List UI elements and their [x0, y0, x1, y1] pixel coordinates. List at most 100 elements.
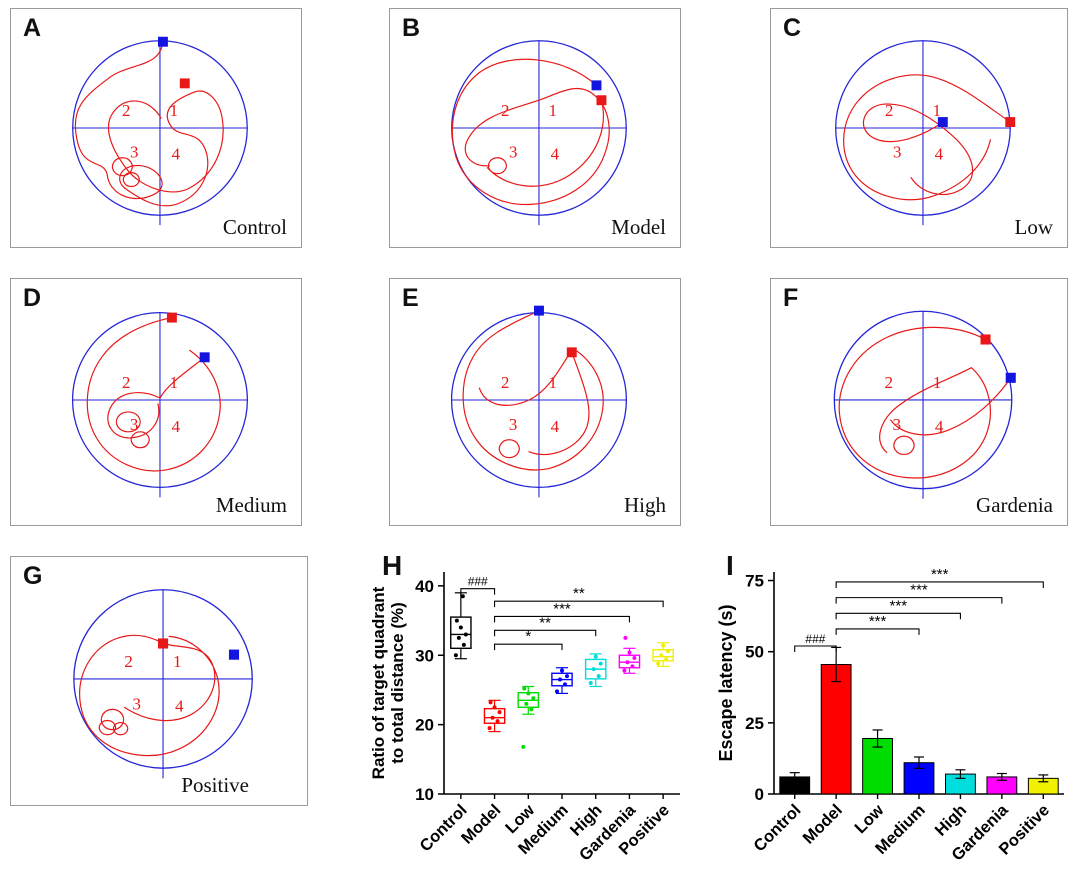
data-point — [454, 618, 459, 623]
quadrant-number: 2 — [501, 101, 509, 120]
y-tick-label: 10 — [415, 785, 434, 804]
platform-marker — [179, 78, 190, 89]
data-point — [521, 744, 526, 749]
y-axis-label: Escape latency (s) — [716, 604, 736, 761]
quadrant-number: 3 — [509, 143, 517, 162]
boxplot-chart: 10203040ControlModelLowMediumHighGardeni… — [369, 572, 680, 864]
condition-label: Model — [611, 215, 666, 239]
panel-letter: I — [726, 550, 734, 581]
significance-label: ** — [539, 614, 551, 631]
maze-plot: 2 1 3 4 — [451, 40, 627, 226]
panel-letter: C — [783, 14, 802, 42]
x-tick-label: Low — [851, 801, 887, 837]
panel-letter: H — [382, 550, 403, 581]
data-point — [524, 701, 529, 706]
significance-label: ### — [468, 575, 488, 589]
data-point — [591, 667, 596, 672]
data-point — [453, 653, 458, 658]
x-tick-label: Model — [458, 801, 504, 847]
platform-marker — [566, 347, 577, 358]
swim-path — [74, 41, 224, 207]
panel-letter: E — [402, 284, 419, 312]
x-tick-label: High — [932, 801, 971, 840]
data-point — [664, 657, 669, 662]
swim-path — [79, 634, 220, 757]
y-tick-label: 50 — [745, 643, 764, 662]
box — [483, 707, 506, 724]
platform-marker — [1005, 372, 1016, 383]
bar — [862, 738, 893, 795]
y-tick-label: 30 — [415, 646, 434, 665]
significance-bracket — [835, 612, 961, 620]
y-axis-label: to total distance (%) — [388, 602, 407, 764]
data-point — [460, 594, 465, 599]
x-tick-label: Control — [750, 801, 804, 855]
condition-label: Medium — [215, 493, 287, 517]
significance-bracket — [835, 628, 920, 635]
significance-bracket — [494, 643, 563, 651]
swim-path — [843, 74, 1011, 201]
data-point — [531, 696, 536, 701]
condition-label: Control — [222, 215, 287, 239]
platform-marker — [937, 117, 948, 128]
platform-marker — [591, 80, 602, 91]
data-point — [666, 649, 671, 654]
quadrant-number: 4 — [172, 145, 181, 164]
data-point — [497, 710, 502, 715]
panel-letter: F — [783, 284, 799, 312]
condition-label: Positive — [181, 773, 249, 797]
significance-label: ### — [805, 632, 825, 646]
platform-marker — [157, 36, 168, 47]
swim-path — [462, 310, 604, 471]
significance-bracket — [494, 600, 664, 608]
quadrant-number: 1 — [170, 101, 178, 120]
quadrant-number: 2 — [122, 373, 130, 392]
data-point — [488, 700, 493, 705]
quadrant-number: 3 — [130, 415, 138, 434]
significance-bracket — [835, 581, 1044, 588]
data-point — [492, 705, 497, 710]
quadrant-number: 4 — [551, 145, 560, 164]
data-point — [661, 643, 666, 648]
data-point — [627, 650, 632, 655]
data-point — [555, 689, 559, 694]
significance-bracket — [494, 615, 630, 623]
y-axis-label: Ratio of target quadrant — [369, 586, 388, 779]
y-tick-label: 40 — [415, 577, 434, 596]
quadrant-number: 1 — [170, 373, 178, 392]
quadrant-number: 1 — [933, 373, 942, 392]
panel-letter: A — [23, 14, 42, 42]
box — [584, 658, 607, 680]
data-point — [659, 653, 664, 658]
significance-bracket — [835, 597, 1003, 604]
data-point — [632, 656, 637, 661]
quadrant-number: 1 — [549, 101, 557, 120]
quadrant-number: 3 — [893, 415, 902, 434]
significance-label: ** — [573, 585, 585, 602]
y-tick-label: 20 — [415, 716, 434, 735]
data-point — [656, 661, 661, 666]
y-tick-label: 0 — [755, 785, 764, 804]
quadrant-number: 4 — [551, 417, 560, 436]
data-point — [596, 674, 601, 679]
quadrant-number: 3 — [509, 415, 517, 434]
data-point — [495, 719, 500, 724]
quadrant-number: 1 — [933, 101, 941, 120]
platform-marker — [980, 334, 991, 345]
data-point — [598, 661, 603, 666]
data-point — [558, 677, 562, 682]
platform-marker — [199, 352, 210, 363]
significance-bracket — [494, 629, 597, 637]
